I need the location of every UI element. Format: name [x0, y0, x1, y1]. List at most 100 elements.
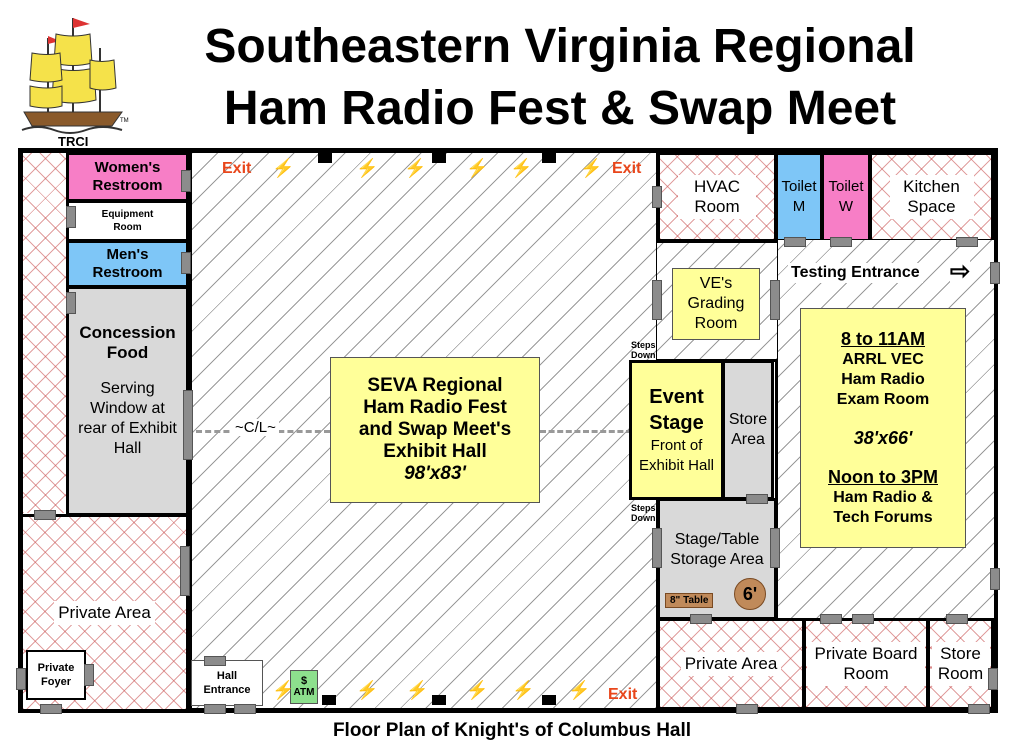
store-area: Store Area [722, 360, 774, 500]
floor-plan [18, 148, 998, 713]
steps-down-upper: Steps Down [631, 340, 656, 360]
concession-body: Serving Window at rear of Exhibit Hall [78, 380, 177, 457]
door-marker [736, 704, 758, 714]
hvac-room-label: HVAC Room [678, 175, 756, 219]
exam-line-2: Ham Radio [841, 371, 925, 388]
exhibit-size: 98'x83' [404, 463, 466, 484]
atm[interactable]: $ ATM [290, 670, 318, 704]
hall-entrance-label: Hall Entrance [203, 670, 251, 696]
concession-area: Concession Food Serving Window at rear o… [66, 286, 189, 516]
power-icon: ⚡ [406, 680, 429, 700]
door-marker [746, 494, 768, 504]
door-marker [770, 280, 780, 320]
power-icon: ⚡ [466, 680, 489, 700]
atm-dollar-icon: $ [300, 675, 308, 687]
door-marker [830, 237, 852, 247]
equipment-room-label: Equipment Room [101, 209, 154, 233]
testing-entrance-label: Testing Entrance [788, 263, 923, 283]
door-marker [988, 668, 998, 690]
power-icon: ⚡ [404, 158, 427, 178]
door-marker [181, 252, 191, 274]
power-icon: ⚡ [568, 680, 591, 700]
hvac-room: HVAC Room [657, 152, 777, 242]
title-line-2: Ham Radio Fest & Swap Meet [223, 82, 897, 135]
storage-label: Stage/Table Storage Area [670, 531, 764, 568]
power-icon: ⚡ [510, 158, 533, 178]
exit-top-left: Exit [222, 160, 252, 177]
exhibit-hall-sign: SEVA Regional Ham Radio Fest and Swap Me… [330, 357, 540, 503]
exam-line-1: ARRL VEC [842, 351, 924, 368]
exhibit-line-4: Exhibit Hall [383, 441, 487, 462]
toilet-m-label-2: M [792, 198, 806, 215]
logo-trademark: TM [120, 118, 129, 124]
door-marker [946, 614, 968, 624]
event-stage-sub: Front of Exhibit Hall [638, 437, 715, 474]
toilet-w: Toilet W [821, 152, 871, 242]
exam-line-5: Tech Forums [833, 509, 933, 526]
womens-restroom: Women's Restroom [66, 152, 189, 202]
private-area-right-label: Private Area [680, 652, 782, 676]
ship-icon [21, 18, 123, 134]
door-marker [84, 664, 94, 686]
door-marker [990, 568, 1000, 590]
door-marker [322, 695, 336, 705]
atm-label: ATM [293, 687, 315, 698]
door-marker [770, 528, 780, 568]
door-marker [784, 237, 806, 247]
arrow-right-icon: ⇨ [950, 258, 971, 286]
door-marker [690, 614, 712, 624]
power-icon: ⚡ [466, 158, 489, 178]
door-marker [542, 153, 556, 163]
door-marker [432, 695, 446, 705]
store-room-label: Store Room [931, 642, 990, 686]
door-marker [820, 614, 842, 624]
exit-bottom: Exit [608, 686, 638, 703]
door-marker [852, 614, 874, 624]
door-marker [542, 695, 556, 705]
exam-time-1: 8 to 11AM [840, 329, 926, 349]
toilet-m: Toilet M [775, 152, 823, 242]
concession-title: Concession Food [79, 323, 176, 362]
equipment-room: Equipment Room [66, 200, 189, 242]
left-corridor [23, 153, 68, 513]
power-icon: ⚡ [272, 158, 295, 178]
private-area-right: Private Area [657, 618, 805, 710]
logo-text: TRCI [58, 134, 89, 149]
private-board-room: Private Board Room [803, 618, 929, 710]
mens-restroom: Men's Restroom [66, 240, 189, 288]
door-marker [34, 510, 56, 520]
title-line-1: Southeastern Virginia Regional [204, 20, 916, 73]
private-foyer-label: Private Foyer [37, 662, 75, 688]
door-marker [968, 704, 990, 714]
door-marker [40, 704, 62, 714]
toilet-w-label-2: W [838, 198, 854, 215]
private-board-label: Private Board Room [807, 642, 925, 686]
event-stage: Event Stage Front of Exhibit Hall [629, 360, 724, 500]
private-area-left-label: Private Area [54, 601, 155, 625]
kitchen-space: Kitchen Space [869, 152, 994, 242]
toilet-m-label-1: Toilet [781, 178, 817, 195]
door-marker [16, 668, 26, 690]
centerline-right [540, 430, 632, 433]
exit-top-right: Exit [612, 160, 642, 177]
toilet-w-label-1: Toilet [828, 178, 864, 195]
door-marker [990, 262, 1000, 284]
door-marker [652, 186, 662, 208]
exam-size: 38'x66' [853, 428, 913, 448]
ve-grading-label: VE's Grading Room [687, 275, 745, 332]
mens-restroom-label: Men's Restroom [92, 246, 163, 281]
door-marker [180, 546, 190, 596]
door-marker [234, 704, 256, 714]
ve-grading-room: VE's Grading Room [672, 268, 760, 340]
power-icon: ⚡ [272, 680, 295, 700]
door-marker [66, 206, 76, 228]
exhibit-line-2: Ham Radio Fest [363, 397, 507, 418]
table-tag: 8" Table [665, 593, 714, 608]
door-marker [956, 237, 978, 247]
six-foot-table: 6' [734, 578, 766, 610]
door-marker [432, 153, 446, 163]
door-marker [652, 528, 662, 568]
store-room: Store Room [927, 618, 994, 710]
door-marker [183, 390, 193, 460]
exhibit-line-1: SEVA Regional [367, 375, 503, 396]
